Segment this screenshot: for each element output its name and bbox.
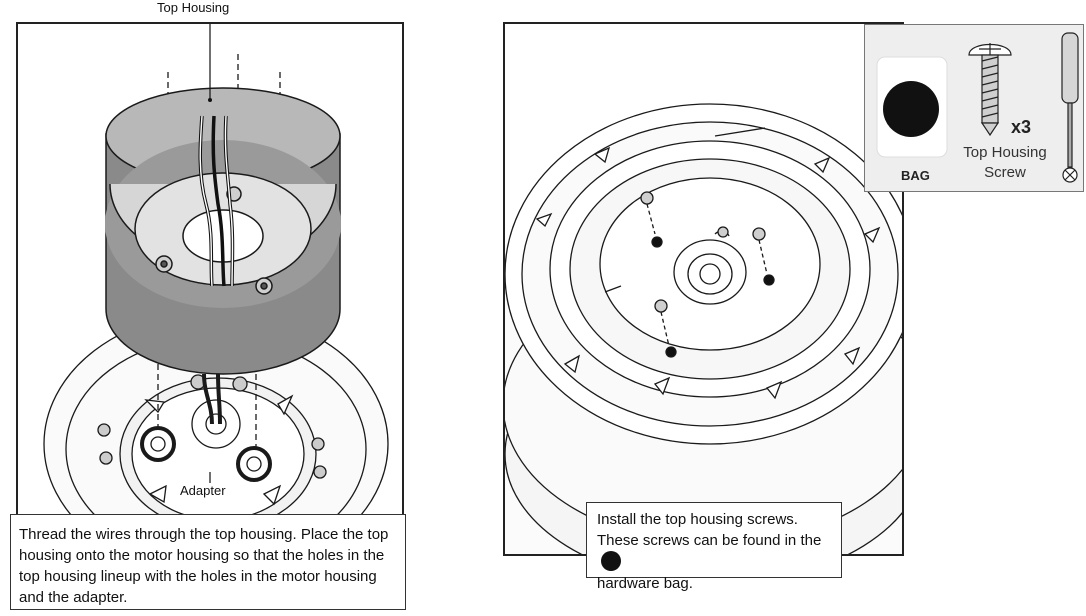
motor-assembly [505, 103, 902, 554]
instruction-text: Install the top housing screws. These sc… [597, 511, 822, 549]
hardware-illustration [876, 32, 1079, 183]
bag-dot-icon [883, 81, 939, 137]
bag-dot-icon [601, 551, 621, 571]
quantity-label: x3 [1011, 117, 1032, 137]
top-housing-label: Top Housing [157, 0, 230, 15]
screw-installation-illustration [505, 103, 902, 554]
left-instruction-text: Thread the wires through the top housing… [10, 514, 406, 610]
screw-label: Top Housing Screw [963, 144, 1047, 181]
right-instruction-text: Install the top housing screws. These sc… [586, 502, 842, 592]
instruction-after-dot: hardware bag. [597, 575, 693, 592]
screw-positions [640, 191, 775, 358]
hardware-callout: BAG x3 Top Housing Screw [864, 24, 1084, 192]
bag-label: BAG [901, 168, 930, 183]
screwdriver-icon [1061, 32, 1079, 183]
motor-housing [43, 311, 389, 577]
left-diagram-panel [16, 22, 404, 610]
adapter-label: Adapter [178, 483, 228, 498]
right-diagram-panel [503, 22, 904, 556]
top-housing-installation-illustration [43, 24, 389, 577]
top-housing [105, 87, 341, 375]
screw-icon [968, 43, 1012, 137]
